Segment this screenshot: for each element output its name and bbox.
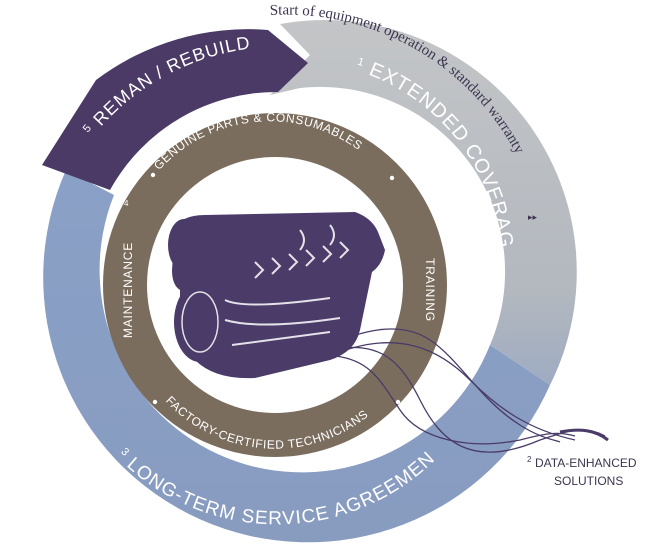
inner-service-ring	[103, 113, 447, 457]
inner-ring-dots	[150, 172, 401, 405]
inner-right-label: TRAINING	[423, 258, 437, 322]
cable-end-thick	[559, 428, 609, 442]
long-term-service-ring	[43, 170, 550, 543]
data-enhanced-line1: DATA-ENHANCED	[535, 456, 637, 470]
inner-left-label: MAINTENANCE	[121, 242, 135, 338]
reman-rebuild-arrow	[42, 29, 308, 191]
engine-illustration	[168, 212, 385, 379]
top-note-arrow-icon: ▸▸	[528, 212, 538, 222]
data-enhanced-number: 2	[527, 455, 532, 464]
data-enhanced-line2: SOLUTIONS	[554, 474, 623, 488]
extended-coverage-arrow	[270, 19, 577, 385]
maintenance-number: 4	[124, 199, 129, 208]
engine-detail-lines	[181, 224, 350, 353]
